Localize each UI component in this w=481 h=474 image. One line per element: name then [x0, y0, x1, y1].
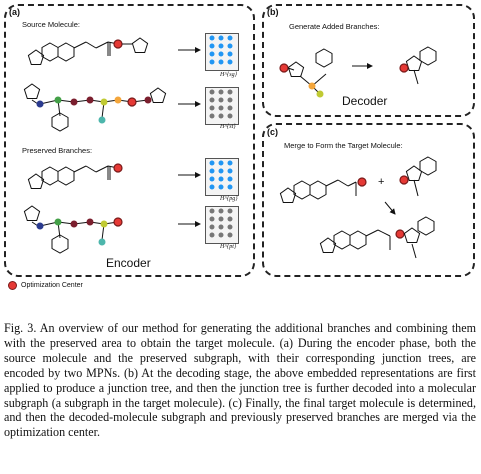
optimization-center-icon: [8, 281, 17, 290]
decoder-label: Decoder: [342, 94, 388, 108]
merge-panel: [262, 123, 475, 277]
preserved-molecule-structure: [27, 163, 123, 189]
h-label-preserved-graph: H^{pg}: [220, 196, 238, 202]
source-junction-tree: [23, 83, 167, 132]
generate-branches-title: Generate Added Branches:: [289, 22, 380, 31]
preserved-optimization-center: [113, 163, 123, 173]
encoder-label: Encoder: [106, 256, 151, 270]
plus-sign: +: [378, 176, 385, 188]
h-label-source-tree: H^{st}: [220, 124, 236, 130]
source-optimization-center: [113, 39, 123, 49]
preserved-junction-tree: [23, 205, 123, 254]
merge-left-fragment: [279, 177, 367, 203]
panel-c-label: (c): [267, 127, 278, 137]
source-molecule-title: Source Molecule:: [22, 20, 80, 29]
merge-right-fragment: [399, 156, 437, 197]
target-molecule: [319, 216, 435, 259]
source-molecule-structure: [27, 37, 149, 65]
panel-b-label: (b): [267, 7, 279, 17]
merge-title: Merge to Form the Target Molecule:: [284, 141, 403, 150]
decoded-molecule: [399, 46, 437, 85]
decoded-junction-tree: [279, 48, 333, 98]
encoder-panel: [4, 4, 255, 277]
legend-label: Optimization Center: [21, 282, 83, 289]
embedding-cells: [209, 35, 233, 238]
preserved-branches-title: Preserved Branches:: [22, 146, 93, 155]
decoder-panel: [262, 4, 475, 117]
panel-a-label: (a): [9, 7, 20, 17]
h-label-preserved-tree: H^{pt}: [220, 244, 237, 250]
h-label-source-graph: H^{sg}: [220, 72, 237, 78]
figure-caption: Fig. 3. An overview of our method for ge…: [4, 321, 476, 440]
legend: Optimization Center: [8, 281, 83, 290]
